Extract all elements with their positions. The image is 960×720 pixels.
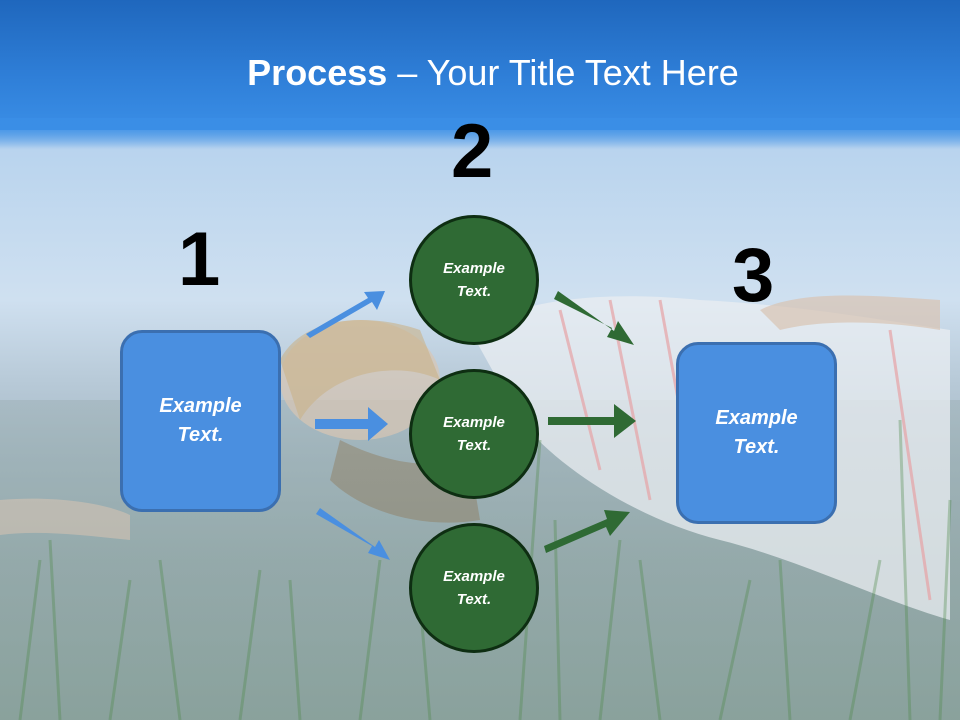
right-box-line2: Text. bbox=[733, 436, 780, 458]
circle-bottom: Example Text. bbox=[409, 523, 539, 653]
right-box-line1: Example bbox=[715, 407, 798, 429]
title-bold: Process bbox=[247, 52, 388, 93]
blue-arrow-right bbox=[315, 407, 388, 441]
left-box-line2: Text. bbox=[177, 424, 224, 446]
circle-top-line2: Text. bbox=[456, 283, 492, 300]
right-box: Example Text. bbox=[676, 342, 837, 524]
title-rest: – Your Title Text Here bbox=[387, 52, 739, 93]
green-arrow-up bbox=[544, 510, 630, 553]
left-box: Example Text. bbox=[120, 330, 281, 512]
step-number-2: 2 bbox=[451, 109, 494, 194]
circle-bottom-line2: Text. bbox=[456, 591, 492, 608]
circle-top-line1: Example bbox=[443, 260, 505, 277]
circle-middle-line1: Example bbox=[443, 414, 505, 431]
blue-arrow-up bbox=[306, 291, 385, 338]
header-band bbox=[0, 0, 960, 130]
circle-middle-line2: Text. bbox=[456, 437, 492, 454]
step-number-1: 1 bbox=[178, 217, 221, 302]
slide-title: Process – Your Title Text Here bbox=[0, 52, 960, 94]
left-box-line1: Example bbox=[159, 395, 242, 417]
green-arrow-right bbox=[548, 404, 636, 438]
blue-arrow-down bbox=[316, 508, 390, 560]
circle-bottom-line1: Example bbox=[443, 568, 505, 585]
header-fade bbox=[0, 118, 960, 148]
green-arrow-down bbox=[554, 291, 634, 345]
step-number-3: 3 bbox=[732, 233, 775, 318]
circle-top: Example Text. bbox=[409, 215, 539, 345]
circle-middle: Example Text. bbox=[409, 369, 539, 499]
